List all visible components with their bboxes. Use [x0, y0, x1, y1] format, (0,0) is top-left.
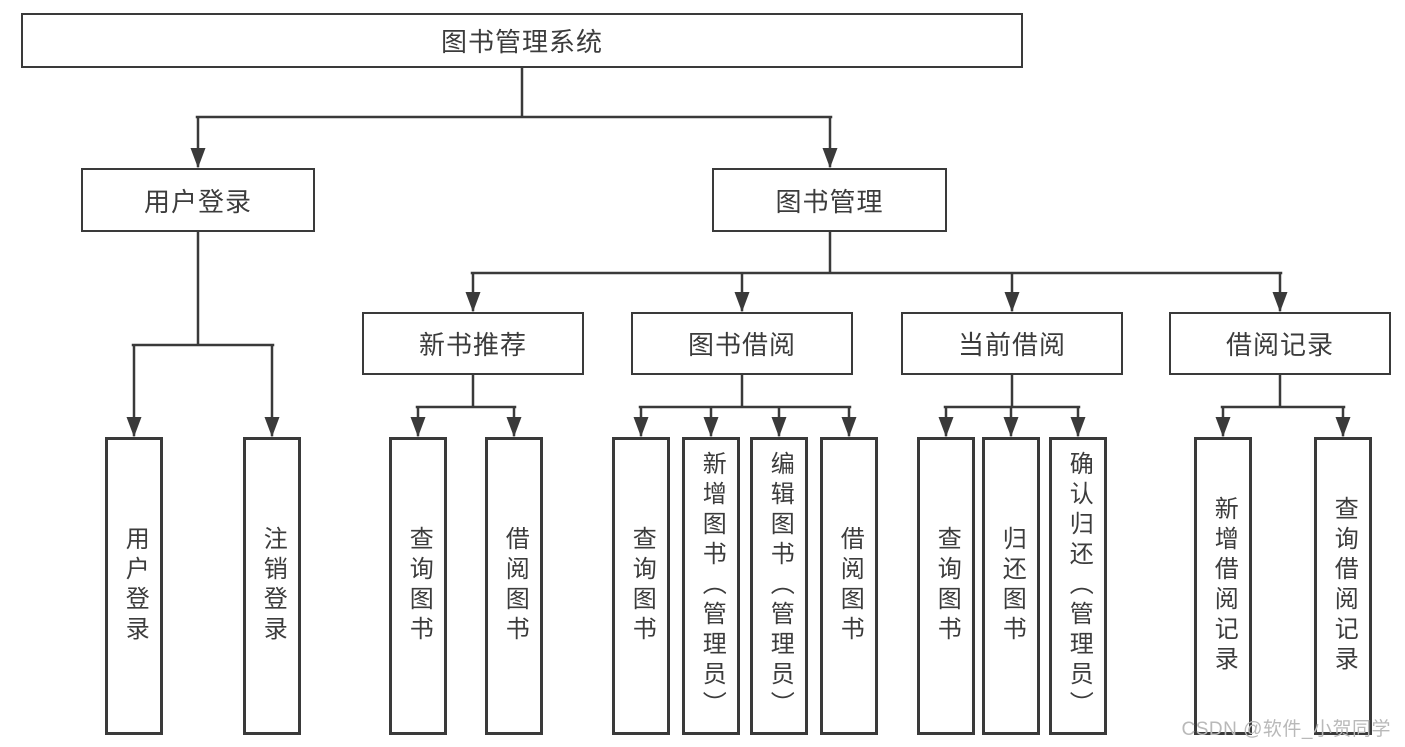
leaf-borrow-books-recommend: 借阅图书	[485, 437, 543, 735]
leaf-label: 借阅图书	[836, 526, 864, 646]
leaf-return-books: 归还图书	[982, 437, 1040, 735]
node-book-borrow: 图书借阅	[631, 312, 853, 375]
leaf-label: 新增借阅记录	[1210, 496, 1238, 676]
leaf-label: 查询图书	[405, 526, 433, 646]
leaf-query-books-current: 查询图书	[917, 437, 975, 735]
leaf-label: 编辑图书（管理员）	[766, 451, 794, 721]
leaf-query-borrow-record: 查询借阅记录	[1314, 437, 1372, 735]
leaf-query-books-borrow: 查询图书	[612, 437, 670, 735]
node-borrow-records: 借阅记录	[1169, 312, 1391, 375]
leaf-label: 用户登录	[121, 526, 149, 646]
leaf-query-books-recommend: 查询图书	[389, 437, 447, 735]
node-library-management-system: 图书管理系统	[21, 13, 1023, 68]
node-label: 用户登录	[143, 186, 252, 217]
node-label: 图书管理	[775, 186, 884, 217]
leaf-label: 注销登录	[259, 526, 287, 646]
leaf-user-login: 用户登录	[105, 437, 163, 735]
leaf-add-books-admin: 新增图书（管理员）	[682, 437, 740, 735]
leaf-borrow-books: 借阅图书	[820, 437, 878, 735]
leaf-label: 查询图书	[933, 526, 961, 646]
leaf-label: 归还图书	[998, 526, 1026, 646]
node-new-book-recommend: 新书推荐	[362, 312, 584, 375]
leaf-label: 新增图书（管理员）	[698, 451, 726, 721]
leaf-add-borrow-record: 新增借阅记录	[1194, 437, 1252, 735]
leaf-label: 借阅图书	[501, 526, 529, 646]
arrowheads	[126, 148, 1351, 437]
leaf-logout: 注销登录	[243, 437, 301, 735]
node-label: 图书管理系统	[440, 27, 603, 57]
node-label: 当前借阅	[957, 330, 1066, 360]
node-user-login: 用户登录	[81, 168, 315, 232]
csdn-watermark: CSDN @软件_小贺同学	[1181, 719, 1391, 740]
node-current-borrow: 当前借阅	[901, 312, 1123, 375]
leaf-confirm-return-admin: 确认归还（管理员）	[1049, 437, 1107, 735]
node-label: 图书借阅	[687, 330, 796, 360]
leaf-label: 查询借阅记录	[1330, 496, 1358, 676]
leaf-edit-books-admin: 编辑图书（管理员）	[750, 437, 808, 735]
leaf-label: 查询图书	[628, 526, 656, 646]
node-book-management: 图书管理	[712, 168, 947, 232]
node-label: 新书推荐	[418, 330, 527, 360]
leaf-label: 确认归还（管理员）	[1065, 451, 1093, 721]
node-label: 借阅记录	[1225, 330, 1334, 360]
